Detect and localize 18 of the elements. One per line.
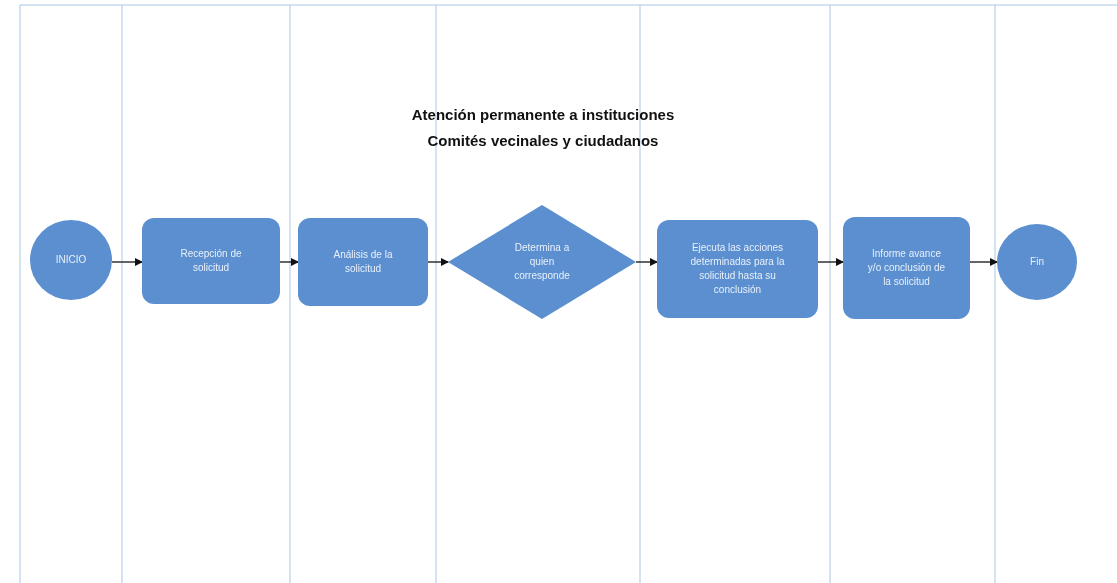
arrow — [279, 258, 299, 266]
node-label: INICIO — [55, 253, 87, 267]
node-label: Recepción de solicitud — [179, 247, 243, 275]
arrow — [817, 258, 844, 266]
node-label: Informe avance y/o conclusión de la solicitud — [866, 247, 947, 289]
process-box — [657, 220, 818, 318]
arrow — [635, 258, 658, 266]
arrow — [969, 258, 998, 266]
diagram-title: Atención permanente a instituciones Comités vecinales y ciudadanos — [410, 105, 676, 151]
arrow — [111, 258, 143, 266]
arrow — [427, 258, 449, 266]
node-label: Determina a quien corresponde — [513, 241, 571, 283]
process-box — [142, 218, 280, 304]
node-label: Fin — [1030, 255, 1044, 269]
node-label: Análisis de la solicitud — [332, 248, 394, 276]
process-box — [298, 218, 428, 306]
node-label: Ejecuta las acciones determinadas para la solicitud hasta su conclusión — [689, 241, 786, 297]
process-box — [843, 217, 970, 319]
